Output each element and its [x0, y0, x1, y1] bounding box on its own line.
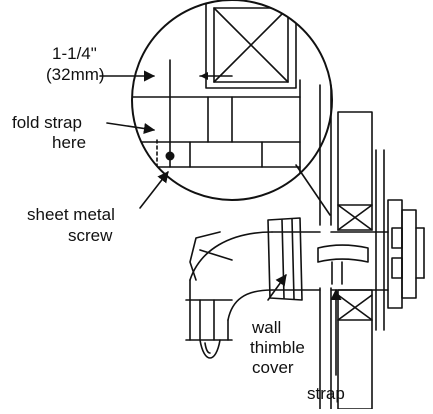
strap: [317, 244, 369, 285]
dimension-label-metric: (32mm): [46, 65, 105, 84]
thimble-label-2: thimble: [250, 338, 305, 357]
fold-strap-label-2: here: [52, 133, 87, 152]
magnified-detail: [131, 0, 333, 201]
fold-strap-label: fold strap: [12, 113, 82, 132]
screw-label: sheet metal: [27, 205, 115, 224]
wall-thimble-cover: [267, 217, 303, 301]
thimble-label-3: cover: [252, 358, 294, 377]
thimble-label: wall: [252, 318, 282, 337]
leader-lines: [99, 70, 342, 376]
strap-label: strap: [307, 384, 345, 403]
dimension-label-imperial: 1-1/4": [52, 44, 97, 63]
screw-label-2: screw: [68, 226, 113, 245]
